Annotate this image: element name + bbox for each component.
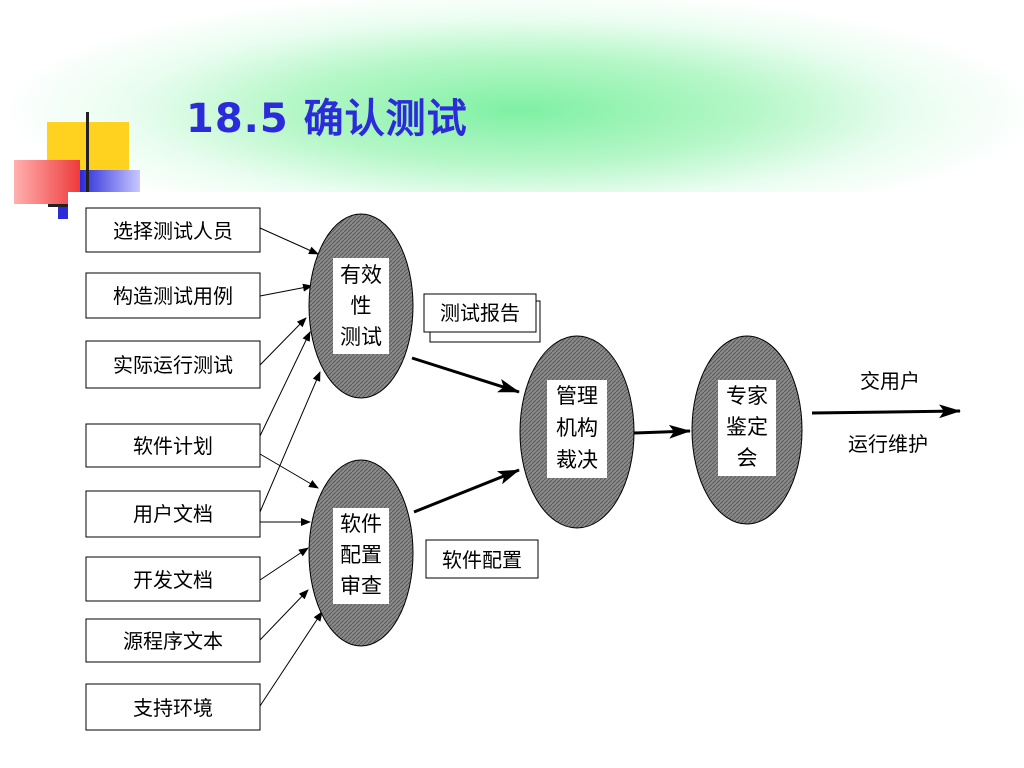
node-label: 配置 bbox=[340, 543, 382, 567]
connector-arrow bbox=[259, 547, 309, 581]
connector-arrow bbox=[259, 453, 319, 489]
input-box-user-docs: 用户文档 bbox=[85, 490, 261, 538]
connector-arrow bbox=[259, 589, 309, 641]
node-expert-review: 专家 鉴定 会 bbox=[691, 335, 803, 525]
node-label: 会 bbox=[737, 446, 758, 470]
node-label: 性 bbox=[351, 294, 372, 318]
input-label: 实际运行测试 bbox=[113, 353, 233, 377]
input-box-select-testers: 选择测试人员 bbox=[85, 207, 261, 253]
arrow-validity-to-management bbox=[411, 356, 520, 394]
connector-arrow bbox=[259, 283, 313, 297]
node-label: 审查 bbox=[340, 574, 382, 598]
connector-arrow bbox=[259, 611, 323, 707]
title-banner bbox=[0, 0, 1024, 200]
node-label: 管理 bbox=[556, 384, 598, 408]
input-label: 用户文档 bbox=[133, 502, 213, 526]
input-box-build-test-cases: 构造测试用例 bbox=[85, 272, 261, 319]
input-label: 选择测试人员 bbox=[113, 219, 233, 243]
node-label: 机构 bbox=[556, 416, 598, 440]
input-connectors bbox=[259, 227, 323, 707]
input-label: 软件计划 bbox=[133, 434, 213, 458]
label-software-config: 软件配置 bbox=[425, 539, 539, 579]
label-deliver-user: 交用户 bbox=[860, 369, 920, 393]
deco-vertical-line bbox=[86, 112, 89, 212]
bullet-square bbox=[58, 207, 68, 219]
arrow-config-to-management bbox=[413, 468, 520, 514]
input-label: 开发文档 bbox=[133, 568, 213, 592]
node-validity-test: 有效 性 测试 bbox=[308, 213, 414, 399]
svg-text:软件配置: 软件配置 bbox=[442, 548, 522, 572]
node-config-review: 软件 配置 审查 bbox=[308, 459, 414, 647]
flow-arrows bbox=[411, 356, 961, 514]
label-test-report: 测试报告 bbox=[423, 293, 541, 343]
input-label: 源程序文本 bbox=[123, 629, 223, 653]
arrow-management-to-expert bbox=[633, 424, 691, 439]
label-operation-maintenance: 运行维护 bbox=[848, 432, 928, 456]
connector-arrow bbox=[259, 317, 307, 366]
node-management-decision: 管理 机构 裁决 bbox=[519, 335, 635, 529]
node-label: 专家 bbox=[726, 384, 768, 408]
input-box-run-tests: 实际运行测试 bbox=[85, 340, 261, 389]
connector-arrow bbox=[259, 331, 311, 437]
node-label: 软件 bbox=[340, 512, 382, 536]
svg-text:测试报告: 测试报告 bbox=[440, 301, 520, 325]
node-label: 鉴定 bbox=[726, 415, 768, 439]
node-label: 测试 bbox=[340, 325, 382, 349]
input-box-dev-docs: 开发文档 bbox=[85, 556, 261, 602]
input-box-support-env: 支持环境 bbox=[85, 683, 261, 731]
arrow-expert-to-output bbox=[811, 404, 961, 419]
connector-arrow bbox=[259, 371, 321, 513]
input-label: 构造测试用例 bbox=[113, 284, 233, 308]
input-label: 支持环境 bbox=[133, 696, 213, 720]
input-box-software-plan: 软件计划 bbox=[85, 423, 261, 468]
input-box-source-text: 源程序文本 bbox=[85, 618, 261, 663]
node-label: 裁决 bbox=[556, 448, 598, 472]
node-label: 有效 bbox=[340, 263, 382, 287]
connector-arrow bbox=[259, 227, 319, 255]
slide-title: 18.5 确认测试 bbox=[186, 96, 468, 142]
